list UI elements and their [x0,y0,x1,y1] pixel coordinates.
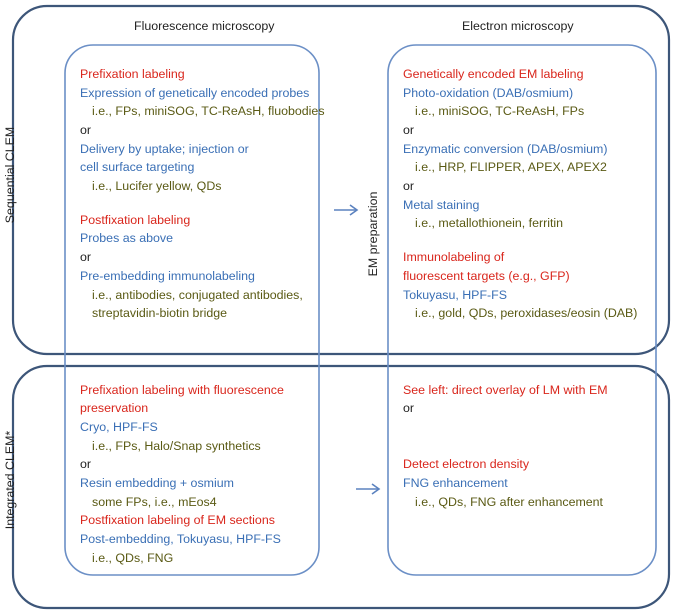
fm-sequential-line: i.e., antibodies, conjugated antibodies, [92,288,303,302]
fm-integrated-line: Post-embedding, Tokuyasu, HPF-FS [80,532,281,546]
fm-sequential-line: streptavidin-biotin bridge [92,306,227,320]
integrated-clem-label: Integrated CLEM* [3,430,17,530]
em-sequential-line: Photo-oxidation (DAB/osmium) [403,86,574,100]
fm-integrated-line: i.e., FPs, Halo/Snap synthetics [92,439,261,453]
fm-integrated-line: i.e., QDs, FNG [92,551,174,565]
fm-integrated-line: Postfixation labeling of EM sections [80,513,275,527]
fm-integrated-line: Prefixation labeling with fluorescence [80,383,284,397]
fm-integrated-line: some FPs, i.e., mEos4 [92,495,217,509]
fm-sequential-line: i.e., Lucifer yellow, QDs [92,179,222,193]
em-sequential-line: fluorescent targets (e.g., GFP) [403,269,570,283]
fm-sequential-line: Prefixation labeling [80,67,185,81]
integrated-clem-box [11,364,671,610]
fm-integrated-line: preservation [80,401,149,415]
em-sequential-line: Enzymatic conversion (DAB/osmium) [403,142,608,156]
em-sequential-line: Tokuyasu, HPF-FS [403,288,507,302]
em-sequential-line: i.e., metallothionein, ferritin [415,216,564,230]
em-integrated-line: i.e., QDs, FNG after enhancement [415,495,604,509]
em-sequential-line: Immunolabeling of [403,250,505,264]
fm-sequential-line: or [80,250,92,264]
fm-sequential-line: i.e., FPs, miniSOG, TC-ReAsH, fluobodies [92,104,325,118]
em-sequential-line: i.e., HRP, FLIPPER, APEX, APEX2 [415,160,607,174]
fm-sequential-line: or [80,123,92,137]
fm-sequential-line: Expression of genetically encoded probes [80,86,310,100]
sequential-arrow [334,204,359,216]
em-sequential-line: or [403,179,415,193]
fm-sequential-line: Pre-embedding immunolabeling [80,269,255,283]
em-integrated-line: or [403,401,415,415]
integrated-arrow [356,483,381,495]
electron-column-box [387,44,657,576]
fm-sequential-line: Postfixation labeling [80,213,191,227]
electron-header: Electron microscopy [462,19,574,33]
fm-sequential-line: Probes as above [80,231,173,245]
em-preparation-label: EM preparation [366,191,380,277]
em-integrated-line: FNG enhancement [403,476,508,490]
em-sequential-line: Metal staining [403,198,480,212]
fm-integrated-line: or [80,457,92,471]
em-integrated-line: See left: direct overlay of LM with EM [403,383,608,397]
fm-integrated-line: Cryo, HPF-FS [80,420,158,434]
fm-sequential-line: cell surface targeting [80,160,195,174]
em-sequential-line: or [403,123,415,137]
em-sequential-line: i.e., miniSOG, TC-ReAsH, FPs [415,104,585,118]
fm-sequential-line: Delivery by uptake; injection or [80,142,249,156]
fluorescence-column-box [64,44,320,576]
em-sequential-line: i.e., gold, QDs, peroxidases/eosin (DAB) [415,306,638,320]
sequential-clem-label: Sequential CLEM [3,126,17,224]
em-sequential-line: Genetically encoded EM labeling [403,67,584,81]
fluorescence-header: Fluorescence microscopy [134,19,275,33]
fm-integrated-line: Resin embedding + osmium [80,476,234,490]
em-integrated-line: Detect electron density [403,457,530,471]
sequential-clem-box [11,4,671,356]
